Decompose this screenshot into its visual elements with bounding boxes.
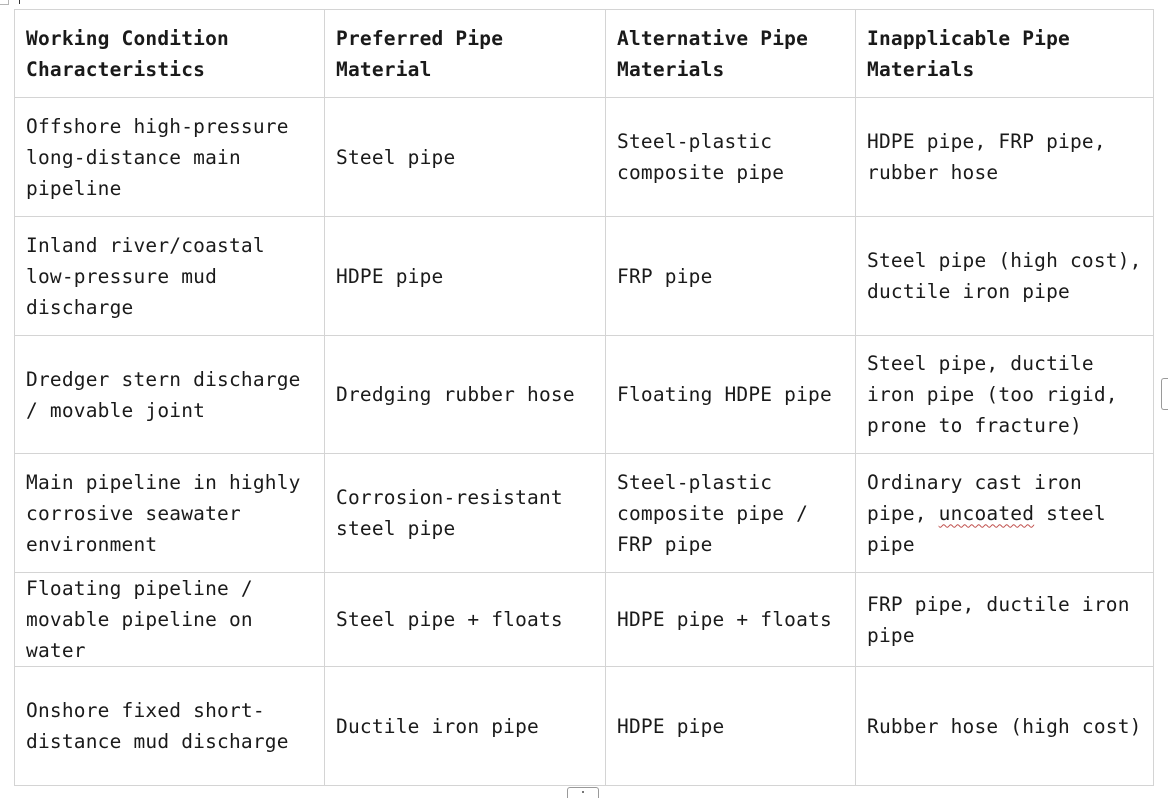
cell-preferred: Steel pipe + floats [324, 572, 606, 667]
cell-alternative: Steel-plastic composite pipe / FRP pipe [605, 453, 856, 573]
header-preferred-material: Preferred Pipe Material [324, 9, 606, 98]
header-inapplicable-materials: Inapplicable Pipe Materials [855, 9, 1154, 98]
cell-preferred: HDPE pipe [324, 216, 606, 336]
cell-inapplicable: HDPE pipe, FRP pipe, rubber hose [855, 97, 1154, 217]
cell-inapplicable: Steel pipe (high cost), ductile iron pip… [855, 216, 1154, 336]
cell-inapplicable: Rubber hose (high cost) [855, 666, 1154, 786]
cell-preferred: Dredging rubber hose [324, 335, 606, 454]
cell-preferred: Steel pipe [324, 97, 606, 217]
cell-condition: Onshore fixed short-distance mud dischar… [14, 666, 325, 786]
cell-condition: Inland river/coastal low-pressure mud di… [14, 216, 325, 336]
table-row: Offshore high-pressure long-distance mai… [14, 97, 1154, 217]
text-cursor [19, 0, 20, 4]
header-alternative-materials: Alternative Pipe Materials [605, 9, 856, 98]
header-working-condition: Working Condition Characteristics [14, 9, 325, 98]
cell-condition: Floating pipeline / movable pipeline on … [14, 572, 325, 667]
table-header-row: Working Condition Characteristics Prefer… [14, 9, 1154, 98]
spellcheck-flagged-word[interactable]: uncoated [938, 501, 1035, 525]
cell-inapplicable: FRP pipe, ductile iron pipe [855, 572, 1154, 667]
cell-inapplicable-text-start: Ordinary cast iron pipe, [867, 470, 1082, 525]
table-column-resize-handle[interactable] [1161, 378, 1168, 410]
table-row-resize-handle[interactable] [567, 787, 599, 798]
page-corner-mark [0, 0, 9, 5]
pipe-material-table: Working Condition Characteristics Prefer… [14, 9, 1154, 786]
table-row: Main pipeline in highly corrosive seawat… [14, 453, 1154, 573]
cell-preferred: Corrosion-resistant steel pipe [324, 453, 606, 573]
table-row: Dredger stern discharge / movable joint … [14, 335, 1154, 454]
cell-condition: Offshore high-pressure long-distance mai… [14, 97, 325, 217]
cell-inapplicable: Ordinary cast iron pipe, uncoated steel … [855, 453, 1154, 573]
cell-alternative: HDPE pipe + floats [605, 572, 856, 667]
cell-condition: Dredger stern discharge / movable joint [14, 335, 325, 454]
table-row: Onshore fixed short-distance mud dischar… [14, 666, 1154, 786]
table-row: Inland river/coastal low-pressure mud di… [14, 216, 1154, 336]
cell-alternative: Floating HDPE pipe [605, 335, 856, 454]
cell-condition: Main pipeline in highly corrosive seawat… [14, 453, 325, 573]
cell-alternative: HDPE pipe [605, 666, 856, 786]
cell-alternative: Steel-plastic composite pipe [605, 97, 856, 217]
cell-preferred: Ductile iron pipe [324, 666, 606, 786]
table-row: Floating pipeline / movable pipeline on … [14, 572, 1154, 667]
cell-alternative: FRP pipe [605, 216, 856, 336]
cell-inapplicable-text-end: steel pipe [867, 501, 1106, 556]
cell-inapplicable: Steel pipe, ductile iron pipe (too rigid… [855, 335, 1154, 454]
